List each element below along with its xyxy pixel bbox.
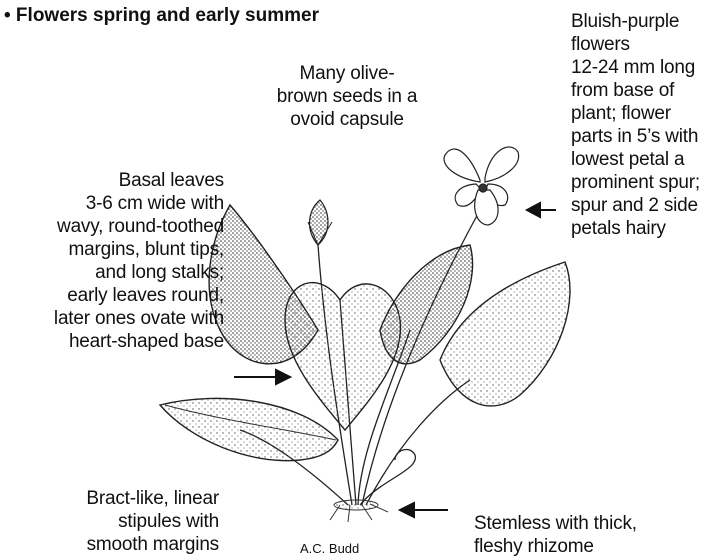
- arrow-rhizome-head: [400, 503, 414, 517]
- arrow-leaf-head: [276, 370, 290, 384]
- page-heading: • Flowers spring and early summer: [4, 4, 319, 27]
- label-rhizome: Stemless with thick, fleshy rhizome: [474, 512, 637, 558]
- arrow-flower-head: [527, 203, 540, 217]
- label-flowers: Bluish-purple flowers 12-24 mm long from…: [571, 10, 700, 240]
- illustrator-credit: A.C. Budd: [300, 541, 359, 556]
- leaf-center-heart: [285, 283, 400, 430]
- seed-capsule: [310, 200, 328, 245]
- label-seeds: Many olive- brown seeds in a ovoid capsu…: [262, 62, 432, 131]
- label-basal-leaves: Basal leaves 3-6 cm wide with wavy, roun…: [0, 169, 224, 353]
- rhizome: [330, 500, 388, 522]
- violet-flower: [444, 147, 519, 225]
- label-stipules: Bract-like, linear stipules with smooth …: [0, 487, 219, 556]
- leaf-lower-left: [160, 398, 338, 460]
